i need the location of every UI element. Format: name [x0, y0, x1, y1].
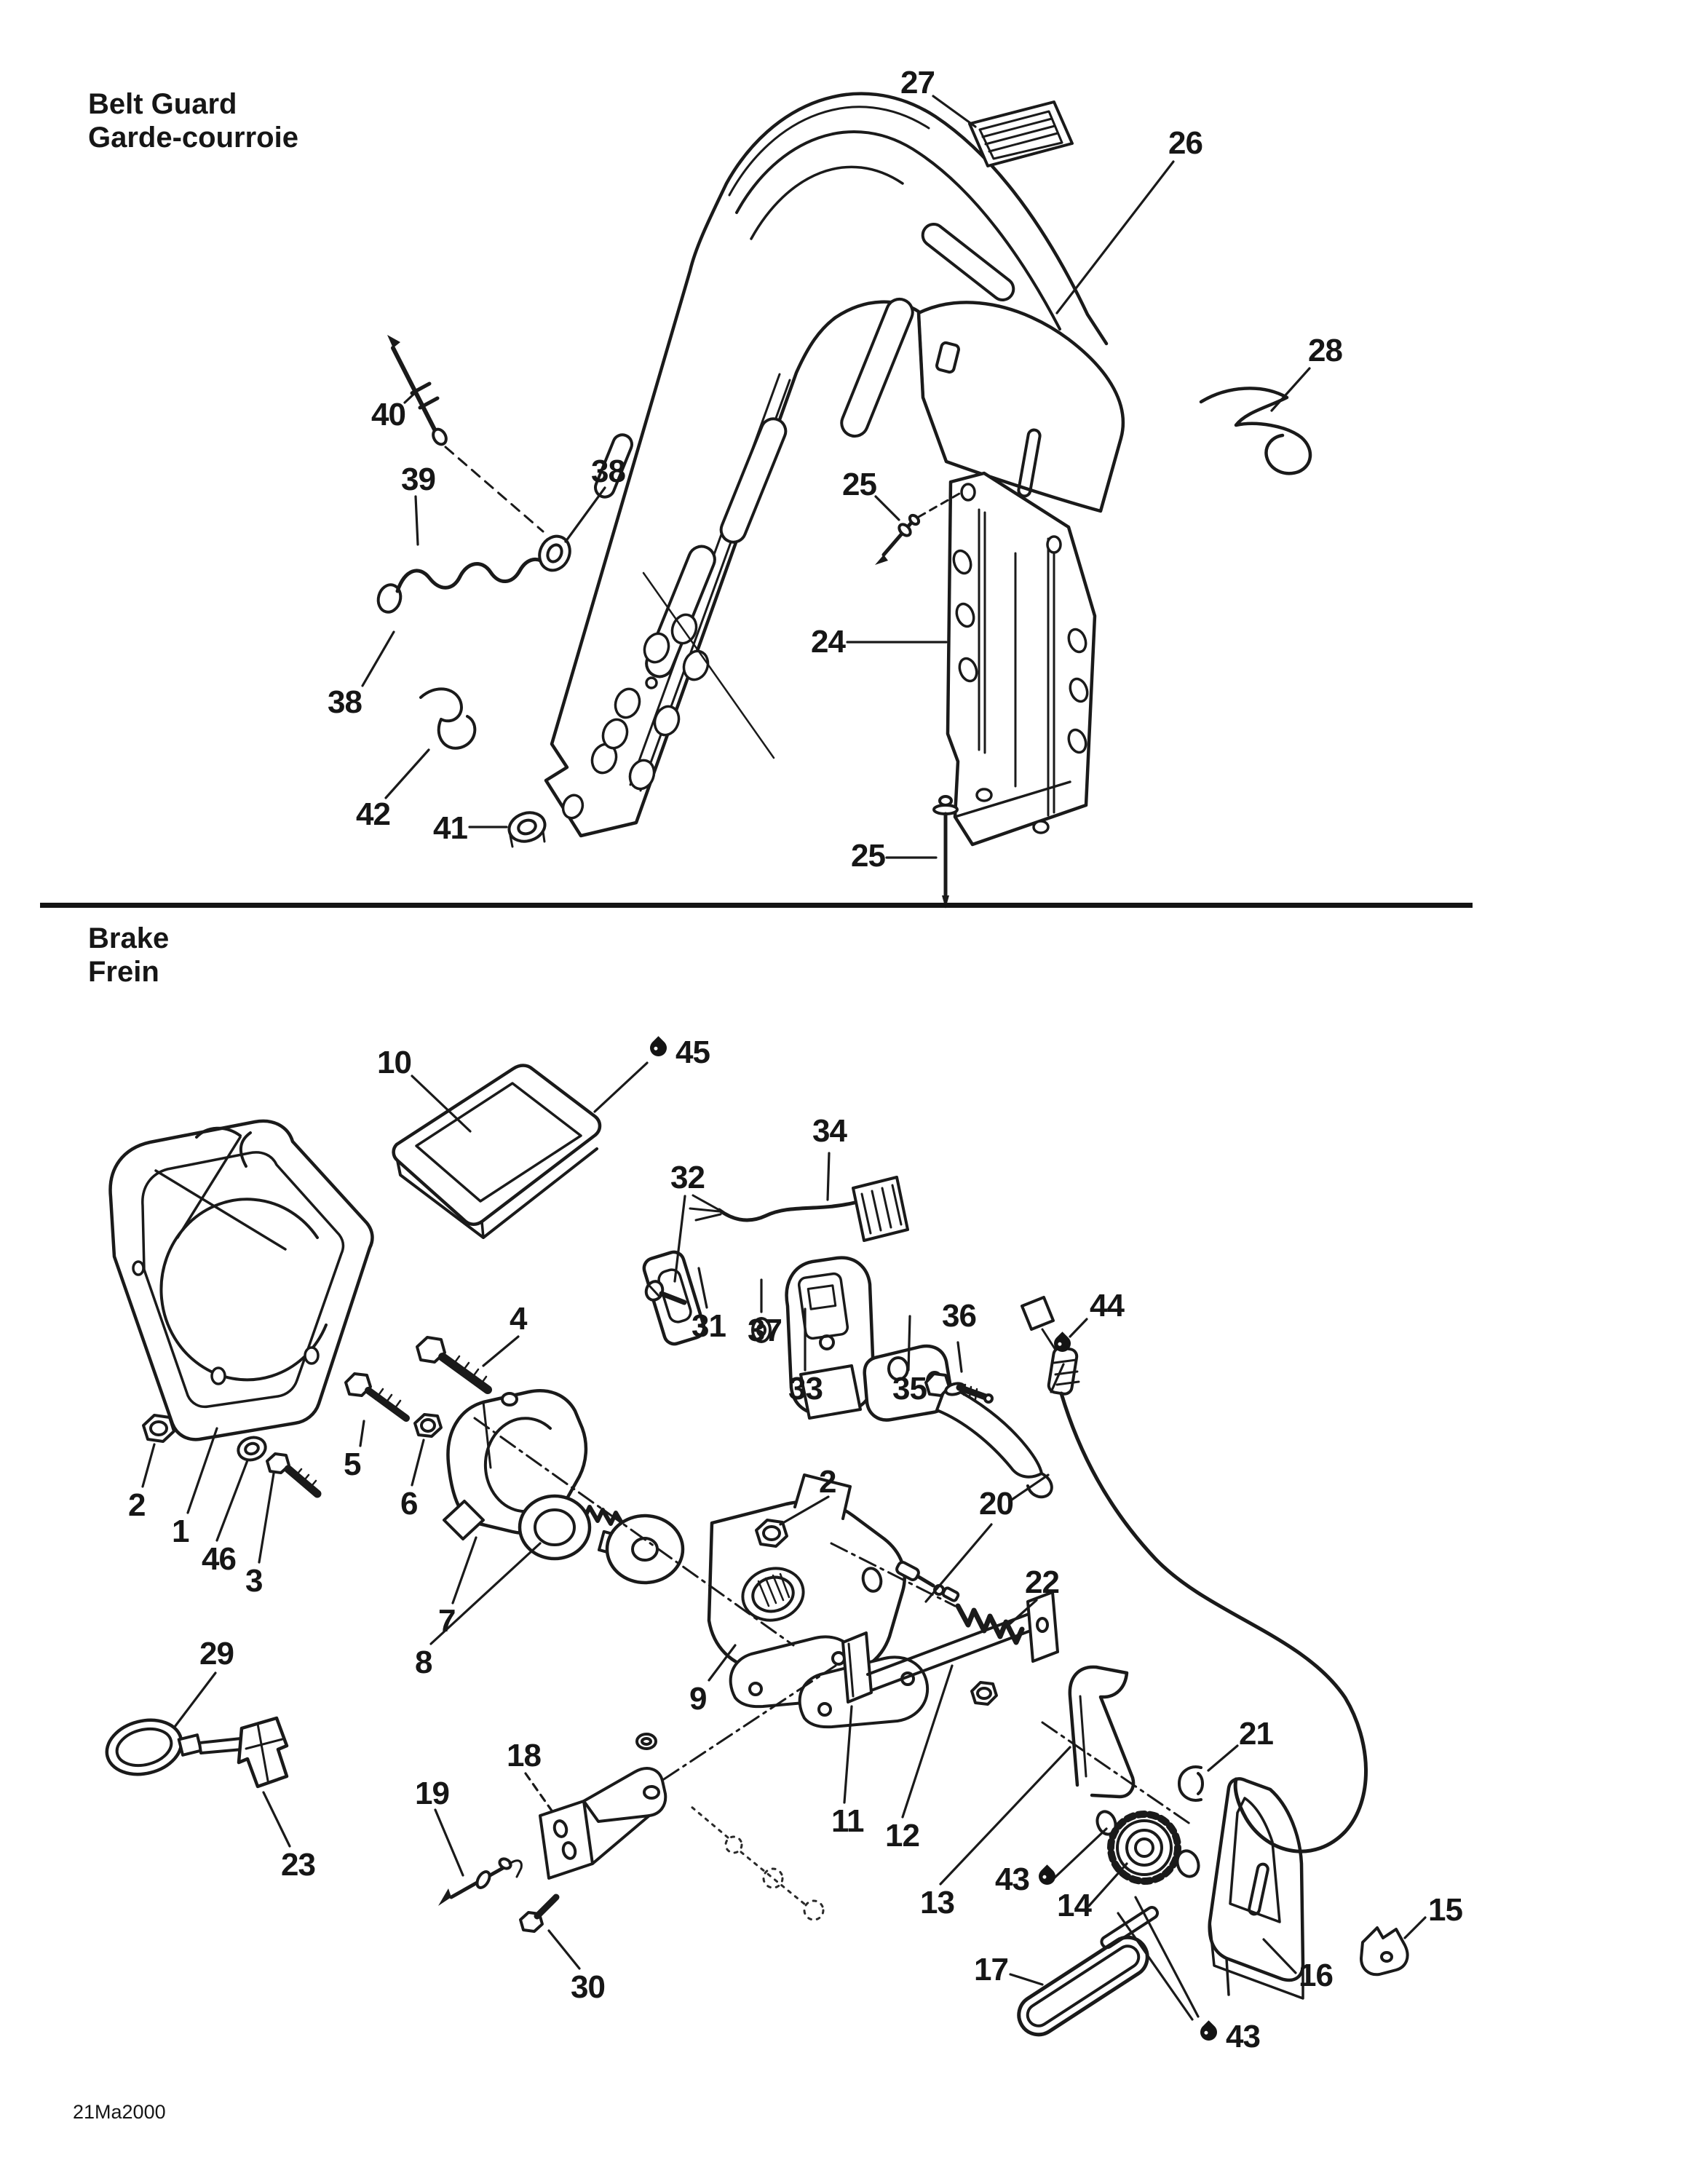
part-number-label: 1 — [172, 1514, 190, 1549]
part-number-label: 18 — [507, 1738, 542, 1773]
part-number-label: 21 — [1239, 1716, 1274, 1752]
part-number-label: 24 — [811, 624, 846, 660]
part-number-label: 6 — [400, 1486, 419, 1522]
part-number-label: 2 — [128, 1487, 146, 1523]
brake-title-fr: Frein — [88, 956, 159, 988]
part-number-label: 11 — [831, 1803, 865, 1839]
part-number-label: 3 — [245, 1563, 263, 1599]
part-number-label: 42 — [356, 796, 391, 832]
doc-code: 21Ma2000 — [73, 2101, 166, 2123]
part-number-label: 13 — [920, 1885, 955, 1920]
part-number-label: 9 — [689, 1681, 708, 1717]
part-number-label: 4 — [510, 1301, 528, 1337]
part-number-label: 37 — [748, 1313, 782, 1348]
part-number-label: 38 — [328, 684, 362, 720]
part-number-label: 29 — [199, 1636, 234, 1671]
part-number-label: 25 — [851, 838, 886, 874]
part-number-label: 41 — [433, 810, 468, 846]
part-number-label: 33 — [788, 1371, 823, 1406]
part-number-label: 30 — [571, 1969, 606, 2005]
part-number-label: 17 — [974, 1952, 1009, 1987]
section-divider — [40, 903, 1473, 908]
part-number-label: 35 — [892, 1371, 927, 1406]
part-number-label: 19 — [415, 1776, 450, 1811]
part-number-label: 28 — [1308, 333, 1343, 368]
part-number-label: 25 — [842, 467, 877, 502]
part-number-label: 44 — [1090, 1288, 1125, 1324]
part-number-label: 45 — [675, 1034, 710, 1070]
grease-drop-icon — [1035, 1864, 1059, 1888]
part-number-label: 23 — [281, 1847, 316, 1883]
grease-drop-icon — [1197, 2020, 1221, 2044]
part-number-label: 16 — [1299, 1958, 1334, 1993]
brake-section-title: Brake Frein — [88, 922, 169, 989]
part-number-label: 34 — [812, 1113, 847, 1149]
belt-guard-title-en: Belt Guard — [88, 88, 237, 120]
belt-guard-section-title: Belt Guard Garde-courroie — [88, 87, 298, 154]
belt-guard-title-fr: Garde-courroie — [88, 122, 298, 154]
part-number-label: 38 — [591, 454, 626, 489]
grease-drop-icon — [646, 1036, 670, 1060]
part-number-label: 26 — [1168, 125, 1203, 161]
part-number-label: 32 — [670, 1160, 705, 1195]
belt-guard-art — [376, 92, 1312, 909]
part-number-label: 2 — [819, 1464, 837, 1500]
part-number-label: 10 — [377, 1045, 412, 1080]
part-number-label: 43 — [995, 1861, 1030, 1897]
part-number-label: 31 — [692, 1308, 726, 1344]
part-number-label: 46 — [202, 1541, 237, 1577]
part-number-label: 22 — [1025, 1564, 1060, 1600]
part-number-label: 7 — [438, 1603, 456, 1639]
grease-drop-icon — [1050, 1332, 1074, 1356]
part-number-label: 8 — [415, 1645, 433, 1680]
part-number-label: 15 — [1428, 1892, 1463, 1928]
brake-art — [105, 1064, 1409, 2037]
part-number-label: 5 — [344, 1447, 362, 1482]
part-number-label: 43 — [1226, 2019, 1261, 2054]
part-number-label: 14 — [1057, 1888, 1092, 1923]
part-number-label: 20 — [979, 1486, 1014, 1522]
part-number-label: 27 — [900, 65, 935, 100]
part-number-label: 39 — [401, 462, 436, 497]
part-number-label: 40 — [371, 397, 406, 432]
part-number-label: 36 — [942, 1298, 977, 1334]
brake-title-en: Brake — [88, 922, 170, 954]
leader-lines — [141, 95, 1427, 2021]
part-number-label: 12 — [885, 1818, 920, 1853]
